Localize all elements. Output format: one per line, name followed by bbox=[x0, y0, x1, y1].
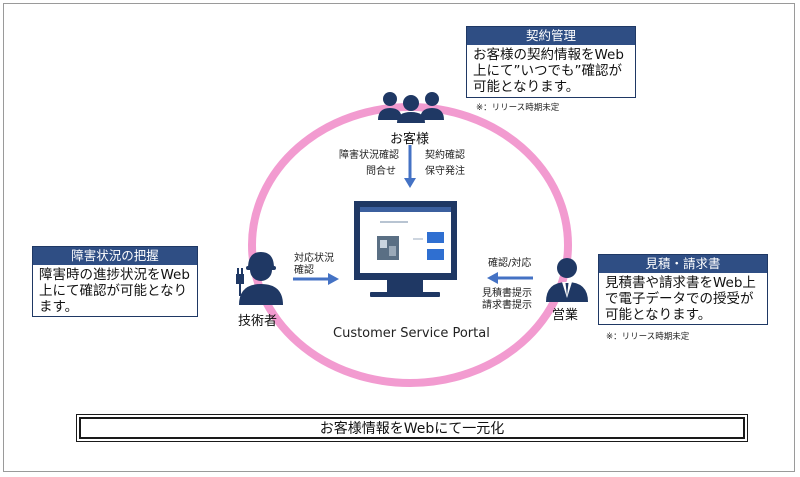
failure-box-line: 上にて確認が可能となり bbox=[39, 283, 188, 299]
estimate-release-note: ※：リリース時期未定 bbox=[606, 332, 690, 342]
estimate-box-body: 見積書や請求書をWeb上 で電子データでの授受が 可能となります。 bbox=[599, 273, 767, 323]
failure-box-title: 障害状況の把握 bbox=[33, 247, 197, 265]
contract-box-line: 可能となります。 bbox=[473, 79, 580, 95]
customers-icon bbox=[378, 92, 444, 123]
engineer-label: 技術者 bbox=[238, 314, 278, 329]
customer-flow-left-1: 障害状況確認 bbox=[339, 150, 399, 161]
contract-box-title: 契約管理 bbox=[467, 27, 635, 45]
engineer-flow-1: 対応状況 bbox=[294, 253, 334, 264]
failure-box-line: ます。 bbox=[39, 299, 79, 315]
failure-box-body: 障害時の進捗状況をWeb 上にて確認が可能となり ます。 bbox=[33, 265, 197, 315]
failure-box-line: 障害時の進捗状況をWeb bbox=[39, 267, 190, 283]
sales-person-icon bbox=[546, 258, 588, 302]
contract-box-line: お客様の契約情報をWeb bbox=[473, 47, 624, 63]
estimate-box-title: 見積・請求書 bbox=[599, 255, 767, 273]
flow-arrows bbox=[293, 145, 533, 285]
outer-frame bbox=[3, 3, 795, 472]
customer-flow-right-2: 保守発注 bbox=[425, 166, 465, 177]
contract-info-box: 契約管理 お客様の契約情報をWeb 上にて”いつでも”確認が 可能となります。 bbox=[466, 26, 636, 98]
portal-label: Customer Service Portal bbox=[333, 326, 490, 341]
estimate-box-line: 可能となります。 bbox=[605, 307, 712, 323]
summary-banner-text: お客様情報をWebにて一元化 bbox=[79, 417, 745, 439]
engineer-flow-2: 確認 bbox=[294, 265, 314, 276]
contract-box-body: お客様の契約情報をWeb 上にて”いつでも”確認が 可能となります。 bbox=[467, 45, 635, 95]
sales-flow-top: 確認/対応 bbox=[488, 258, 532, 269]
engineer-icon bbox=[236, 252, 283, 305]
summary-banner: お客様情報をWebにて一元化 bbox=[76, 414, 748, 442]
customer-flow-right-1: 契約確認 bbox=[425, 150, 465, 161]
estimate-box-line: で電子データでの授受が bbox=[605, 291, 754, 307]
estimate-info-box: 見積・請求書 見積書や請求書をWeb上 で電子データでの授受が 可能となります。 bbox=[598, 254, 768, 325]
failure-info-box: 障害状況の把握 障害時の進捗状況をWeb 上にて確認が可能となり ます。 bbox=[32, 246, 198, 317]
sales-label: 営業 bbox=[552, 308, 579, 323]
sales-flow-bottom-1: 見積書提示 bbox=[482, 288, 532, 299]
customer-flow-left-2: 問合せ bbox=[366, 166, 396, 177]
customer-label: お客様 bbox=[390, 132, 430, 147]
monitor-icon bbox=[354, 201, 457, 297]
contract-box-line: 上にて”いつでも”確認が bbox=[473, 63, 622, 79]
contract-release-note: ※：リリース時期未定 bbox=[476, 103, 560, 113]
sales-flow-bottom-2: 請求書提示 bbox=[482, 300, 532, 311]
estimate-box-line: 見積書や請求書をWeb上 bbox=[605, 275, 756, 291]
